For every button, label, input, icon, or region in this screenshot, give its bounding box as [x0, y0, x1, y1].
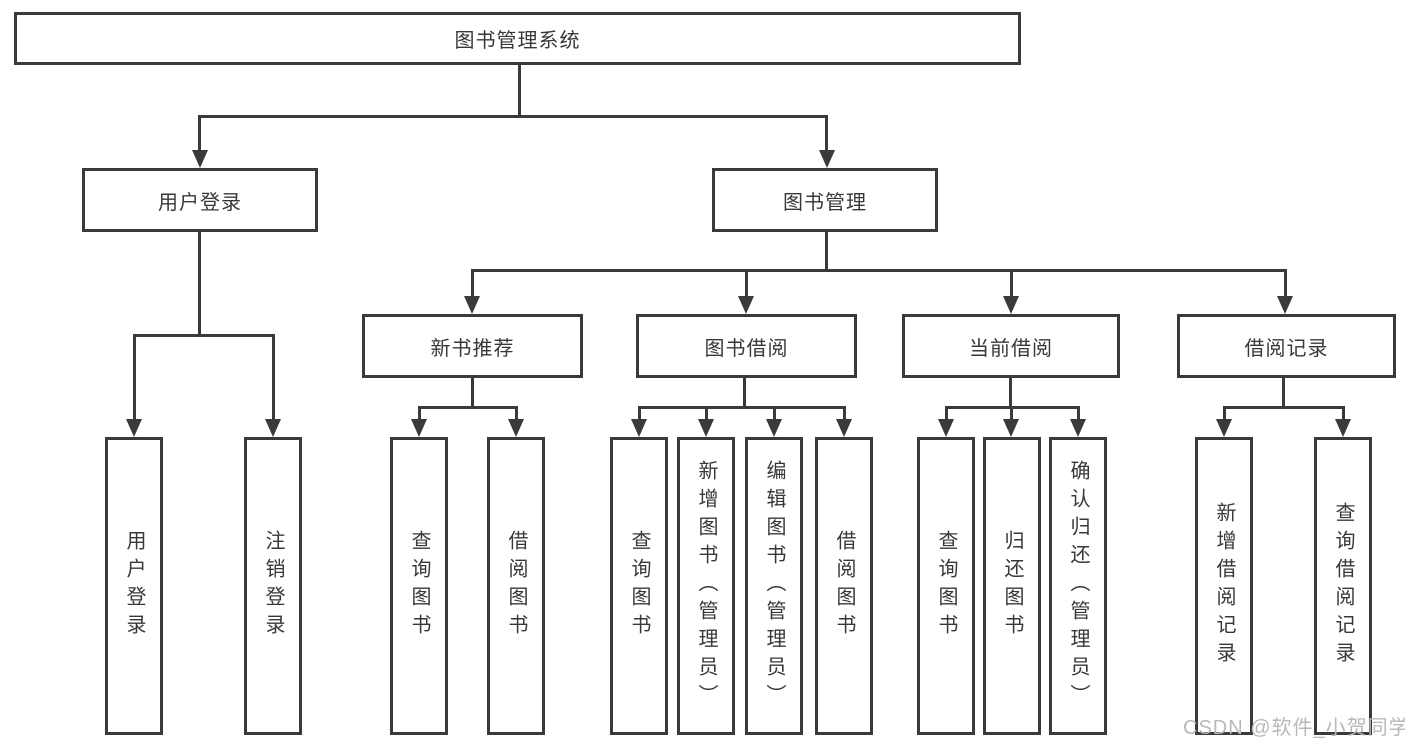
connector-drop-newbook [471, 269, 474, 298]
connector-drop-nb2 [515, 406, 518, 421]
connector-drop-login-2 [272, 334, 275, 421]
connector-root-branch [199, 115, 828, 118]
arrowhead-newbook [464, 296, 480, 314]
arrowhead-book-mgmt [819, 150, 835, 168]
connector-current-stem [1009, 377, 1012, 408]
arrowhead-borrow [738, 296, 754, 314]
leaf-query-books-newbook: 查询图书 [390, 437, 448, 735]
connector-drop-bw3 [773, 406, 776, 421]
connector-newbook-branch [418, 406, 518, 409]
leaf-confirm-return-admin: 确认归还（管理员） [1049, 437, 1107, 735]
leaf-logout: 注销登录 [244, 437, 302, 735]
arrowhead-login-1 [126, 419, 142, 437]
node-user-login: 用户登录 [82, 168, 318, 232]
arrowhead-bw3 [766, 419, 782, 437]
connector-login-branch [133, 334, 275, 337]
leaf-label: 新增图书（管理员） [695, 460, 717, 712]
leaf-label: 查询图书 [628, 530, 650, 642]
connector-drop-rc2 [1342, 406, 1345, 421]
connector-drop-bw2 [705, 406, 708, 421]
leaf-label: 编辑图书（管理员） [763, 460, 785, 712]
connector-drop-book-mgmt [825, 115, 828, 152]
leaf-label: 查询图书 [408, 530, 430, 642]
node-library-system: 图书管理系统 [14, 12, 1021, 65]
arrowhead-bw2 [698, 419, 714, 437]
node-book-borrow: 图书借阅 [636, 314, 857, 378]
arrowhead-user-login [192, 150, 208, 168]
connector-drop-bw4 [843, 406, 846, 421]
connector-drop-cu2 [1010, 406, 1013, 421]
node-new-book-recommend: 新书推荐 [362, 314, 583, 378]
connector-drop-borrow [745, 269, 748, 298]
connector-records-stem [1282, 377, 1285, 408]
arrowhead-nb2 [508, 419, 524, 437]
connector-drop-nb1 [418, 406, 421, 421]
connector-newbook-stem [471, 377, 474, 408]
leaf-add-borrow-record: 新增借阅记录 [1195, 437, 1253, 735]
leaf-query-books-borrow: 查询图书 [610, 437, 668, 735]
arrowhead-bw1 [631, 419, 647, 437]
leaf-query-borrow-record: 查询借阅记录 [1314, 437, 1372, 735]
leaf-label: 新增借阅记录 [1213, 502, 1235, 670]
arrowhead-cu3 [1070, 419, 1086, 437]
connector-drop-cu1 [945, 406, 948, 421]
leaf-query-books-current: 查询图书 [917, 437, 975, 735]
connector-mgmt-stem [825, 230, 828, 271]
leaf-borrow-books: 借阅图书 [815, 437, 873, 735]
connector-drop-login-1 [133, 334, 136, 421]
arrowhead-cu2 [1003, 419, 1019, 437]
leaf-label: 借阅图书 [505, 530, 527, 642]
connector-root-stem [518, 63, 521, 117]
leaf-label: 查询借阅记录 [1332, 502, 1354, 670]
connector-drop-cu3 [1077, 406, 1080, 421]
connector-drop-rc1 [1223, 406, 1226, 421]
arrowhead-rc1 [1216, 419, 1232, 437]
leaf-label: 查询图书 [935, 530, 957, 642]
leaf-user-login: 用户登录 [105, 437, 163, 735]
arrowhead-records [1277, 296, 1293, 314]
connector-borrow-branch [638, 406, 846, 409]
arrowhead-cu1 [938, 419, 954, 437]
arrowhead-nb1 [411, 419, 427, 437]
connector-borrow-stem [743, 377, 746, 408]
leaf-label: 归还图书 [1001, 530, 1023, 642]
arrowhead-current [1003, 296, 1019, 314]
leaf-return-books: 归还图书 [983, 437, 1041, 735]
connector-mgmt-branch [471, 269, 1287, 272]
connector-login-stem [198, 230, 201, 336]
leaf-label: 确认归还（管理员） [1067, 460, 1089, 712]
leaf-borrow-books-newbook: 借阅图书 [487, 437, 545, 735]
connector-drop-records [1284, 269, 1287, 298]
connector-drop-user-login [198, 115, 201, 152]
arrowhead-login-2 [265, 419, 281, 437]
connector-drop-bw1 [638, 406, 641, 421]
leaf-label: 借阅图书 [833, 530, 855, 642]
arrowhead-bw4 [836, 419, 852, 437]
node-borrow-records: 借阅记录 [1177, 314, 1396, 378]
arrowhead-rc2 [1335, 419, 1351, 437]
leaf-label: 注销登录 [262, 530, 284, 642]
leaf-label: 用户登录 [123, 530, 145, 642]
leaf-add-books-admin: 新增图书（管理员） [677, 437, 735, 735]
connector-records-branch [1223, 406, 1345, 409]
node-book-management: 图书管理 [712, 168, 938, 232]
connector-drop-current [1010, 269, 1013, 298]
node-current-borrow: 当前借阅 [902, 314, 1120, 378]
leaf-edit-books-admin: 编辑图书（管理员） [745, 437, 803, 735]
csdn-watermark: CSDN @软件_小贺同学 [1183, 717, 1405, 739]
